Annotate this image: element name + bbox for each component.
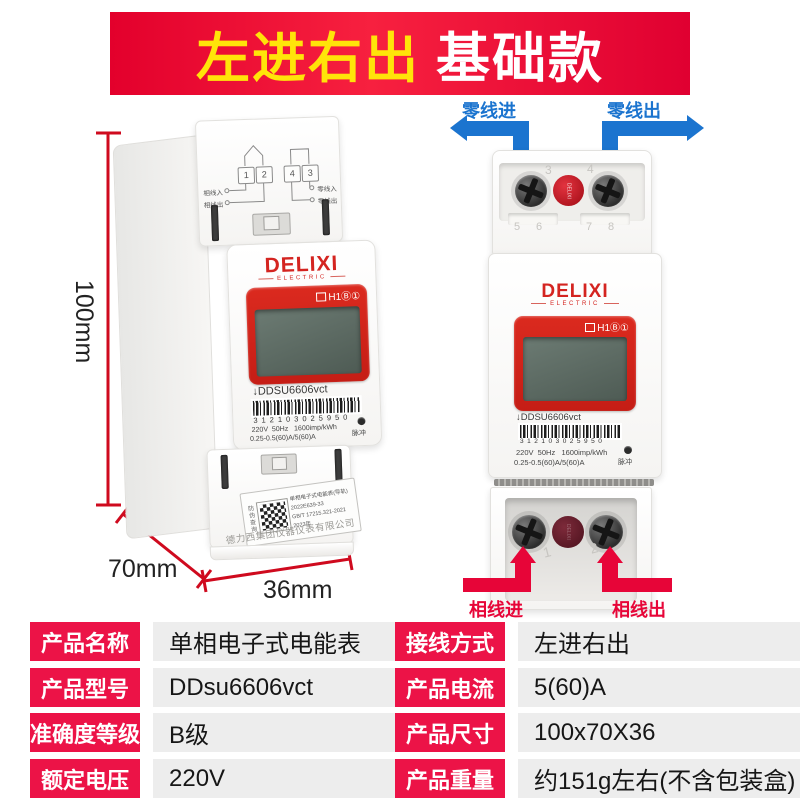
spec-value-wiring: 左进右出 (518, 622, 800, 661)
terminal-box-2: 2 (255, 166, 274, 184)
case-number: 5 (514, 221, 521, 233)
mount-slot (210, 205, 220, 242)
terminal-number: 3 (545, 163, 552, 177)
phase-in-arrow-bar (463, 578, 531, 592)
terminal-screw (589, 515, 623, 549)
spec-label-accuracy: 准确度等级 (30, 713, 140, 752)
spec-label-size: 产品尺寸 (395, 713, 505, 752)
spec-value-current: 5(60)A (518, 668, 800, 707)
neutral-out-arrow-bar (602, 121, 688, 136)
neutral-out-arrow-icon (687, 115, 704, 141)
dimension-width-label: 36mm (263, 576, 333, 604)
neutral-out-arrow-label: 零线出 (607, 101, 661, 121)
spec-value-weight: 约151g左右(不含包装盒) (518, 759, 800, 798)
latch-tab (263, 215, 280, 231)
case-number: 8 (608, 221, 615, 233)
terminal-box-4: 4 (283, 165, 302, 183)
terminal-cover-latch (252, 212, 291, 236)
pulse-label: 脉冲 (351, 429, 367, 438)
model-number: ↓DDSU6606vct (252, 383, 328, 398)
wiring-diagram-lines (224, 144, 315, 206)
phase-out-arrow-bar (602, 578, 672, 592)
phase-out-arrow-icon (597, 546, 623, 563)
terminal-box-3: 3 (301, 164, 320, 183)
banner: 左进右出 基础款 (110, 12, 690, 95)
pulse-label: 脉冲 (618, 459, 632, 466)
model-number: ↓DDSU6606vct (516, 412, 581, 423)
display-panel: H1Ⓑ① (514, 316, 636, 411)
display-panel: H1Ⓑ① (245, 283, 371, 386)
spec-label-model: 产品型号 (30, 668, 140, 707)
spec-label-weight: 产品重量 (395, 759, 505, 798)
seal-text: DELIXI (565, 182, 572, 199)
terminal-number: 4 (587, 162, 594, 176)
left-meter-image: 1 2 4 3 相线入 相线出 零线入 零线出 DELIXI ELECTRIC … (100, 106, 457, 598)
phase-in-arrow-icon (510, 546, 536, 563)
dimension-depth-label: 70mm (108, 555, 178, 583)
mount-slot (334, 448, 343, 484)
vent-strip (494, 479, 654, 486)
dimension-height-label: 100mm (70, 280, 98, 364)
brand-sub-label: ELECTRIC (489, 301, 661, 307)
spec-value-accuracy: B级 (153, 713, 409, 752)
terminal-screw (512, 515, 546, 549)
neutral-in-arrow-label: 零线进 (462, 101, 516, 121)
pulse-led (624, 446, 632, 454)
phase-out-arrow-label: 相线出 (612, 600, 666, 620)
spec-value-voltage: 220V (153, 759, 409, 798)
case-number: 6 (536, 221, 543, 233)
spec-line-2: 0.25-0.5(60)A/5(60)A (514, 458, 585, 467)
meter-seal: DELIXI (552, 516, 584, 548)
barcode-digits: 312103025950 (520, 438, 606, 445)
terminal-notch (508, 213, 558, 225)
brand-logo: DELIXI (541, 281, 609, 302)
neutral-in-arrow-icon (450, 115, 467, 141)
terminal-cover-latch (260, 453, 298, 475)
spec-line-2: 0.25-0.5(60)A/5(60)A (249, 433, 316, 444)
mount-slot (321, 199, 330, 236)
spec-label-product-name: 产品名称 (30, 622, 140, 661)
spec-label-current: 产品电流 (395, 668, 505, 707)
banner-highlight-text: 左进右出 (196, 29, 420, 89)
display-icons-text: H1Ⓑ① (597, 323, 629, 334)
terminal-notch (580, 213, 630, 225)
lcd-screen (254, 306, 362, 377)
terminal-screw (515, 175, 547, 207)
terminal-box-1: 1 (237, 166, 256, 185)
spec-value-product-name: 单相电子式电能表 (153, 622, 409, 661)
neutral-in-label: 零线入 (317, 185, 337, 194)
phase-in-arrow-label: 相线进 (469, 600, 523, 620)
display-icons: H1Ⓑ① (316, 287, 360, 304)
right-meter-body: DELIXI ELECTRIC H1Ⓑ① ↓DDSU6606vct 312103… (488, 253, 662, 478)
display-icons-text: H1Ⓑ① (328, 291, 361, 304)
lcd-screen (523, 337, 627, 401)
mount-slot (220, 454, 229, 490)
display-square-icon (316, 292, 327, 302)
spec-line-1: 220V 50Hz 1600imp/kWh (516, 448, 608, 457)
barcode (518, 423, 622, 440)
display-square-icon (585, 323, 596, 332)
left-meter-bottom-cover: 防伪查询 单相电子式电能表(导轨) 2022E639-33 GB/T 17215… (206, 444, 362, 549)
spec-label-wiring: 接线方式 (395, 622, 505, 661)
right-meter-top-cover: 3 4 DELIXI 5 6 7 8 (492, 150, 652, 255)
spec-label-voltage: 额定电压 (30, 759, 140, 798)
case-number: 7 (586, 221, 593, 233)
left-meter-top-cover: 1 2 4 3 相线入 相线出 零线入 零线出 (194, 115, 344, 247)
right-meter-image: 零线进 零线出 3 4 DELIXI 5 6 7 8 DELIXI (440, 95, 730, 620)
terminal-screw (592, 175, 624, 207)
meter-seal: DELIXI (553, 175, 584, 206)
latch-tab (271, 456, 287, 471)
neutral-in-arrow-bar (466, 121, 528, 136)
spec-value-size: 100x70X36 (518, 713, 800, 752)
spec-value-model: DDsu6606vct (153, 668, 409, 707)
spec-line-1: 220V 50Hz 1600imp/kWh (251, 423, 338, 434)
banner-rest-text: 基础款 (436, 29, 604, 89)
display-icons: H1Ⓑ① (585, 319, 629, 334)
phase-in-label: 相线入 (203, 189, 224, 198)
seal-text: DELIXI (565, 524, 571, 540)
left-meter-body: DELIXI ELECTRIC H1Ⓑ① ↓DDSU6606vct 312103… (226, 239, 383, 451)
pulse-led (357, 416, 366, 426)
